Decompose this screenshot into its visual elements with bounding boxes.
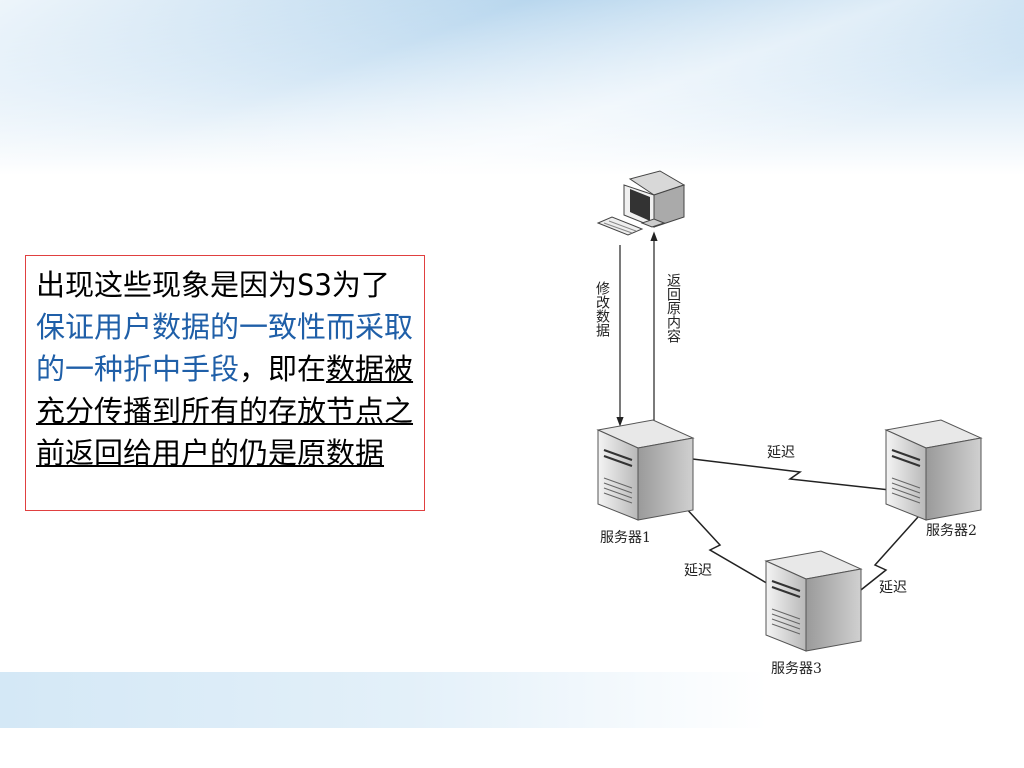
server-3-icon: [765, 550, 862, 652]
explanation-text: 出现这些现象是因为S3为了保证用户数据的一致性而采取的一种折中手段，即在数据被充…: [36, 264, 414, 474]
text-highlight: 保证用户数据的一致性而采取的一种折中手段: [36, 310, 414, 386]
delay-label-s1-s3: 延迟: [684, 563, 712, 579]
server-2-icon: [885, 419, 982, 521]
delay-label-s2-s3: 延迟: [879, 580, 907, 596]
computer-icon: [596, 170, 686, 236]
server-2-label: 服务器2: [926, 523, 977, 539]
footer-band: [0, 672, 1024, 728]
link-s2-s3: [841, 516, 919, 606]
link-s1-s2: [675, 456, 891, 491]
delay-label-s1-s2: 延迟: [767, 445, 795, 461]
server-1-icon: [597, 419, 694, 521]
server-1-label: 服务器1: [600, 530, 651, 546]
consistency-diagram: 修改数据 返回原内容 服务器1 服务器2 服务器3 延迟 延迟 延迟: [594, 170, 982, 677]
explanation-textbox: 出现这些现象是因为S3为了保证用户数据的一致性而采取的一种折中手段，即在数据被充…: [25, 255, 425, 511]
text-connector: ，即在: [239, 352, 327, 386]
header-gradient: [0, 0, 1024, 175]
server-3-label: 服务器3: [771, 661, 822, 677]
link-s1-s3: [671, 492, 771, 586]
text-intro: 出现这些现象是因为S3为了: [36, 268, 390, 302]
return-label: 返回原内容: [665, 273, 681, 343]
text-underlined: 数据被充分传播到所有的存放节点之前返回给用户的仍是原数据: [36, 352, 414, 470]
modify-label: 修改数据: [594, 281, 610, 337]
